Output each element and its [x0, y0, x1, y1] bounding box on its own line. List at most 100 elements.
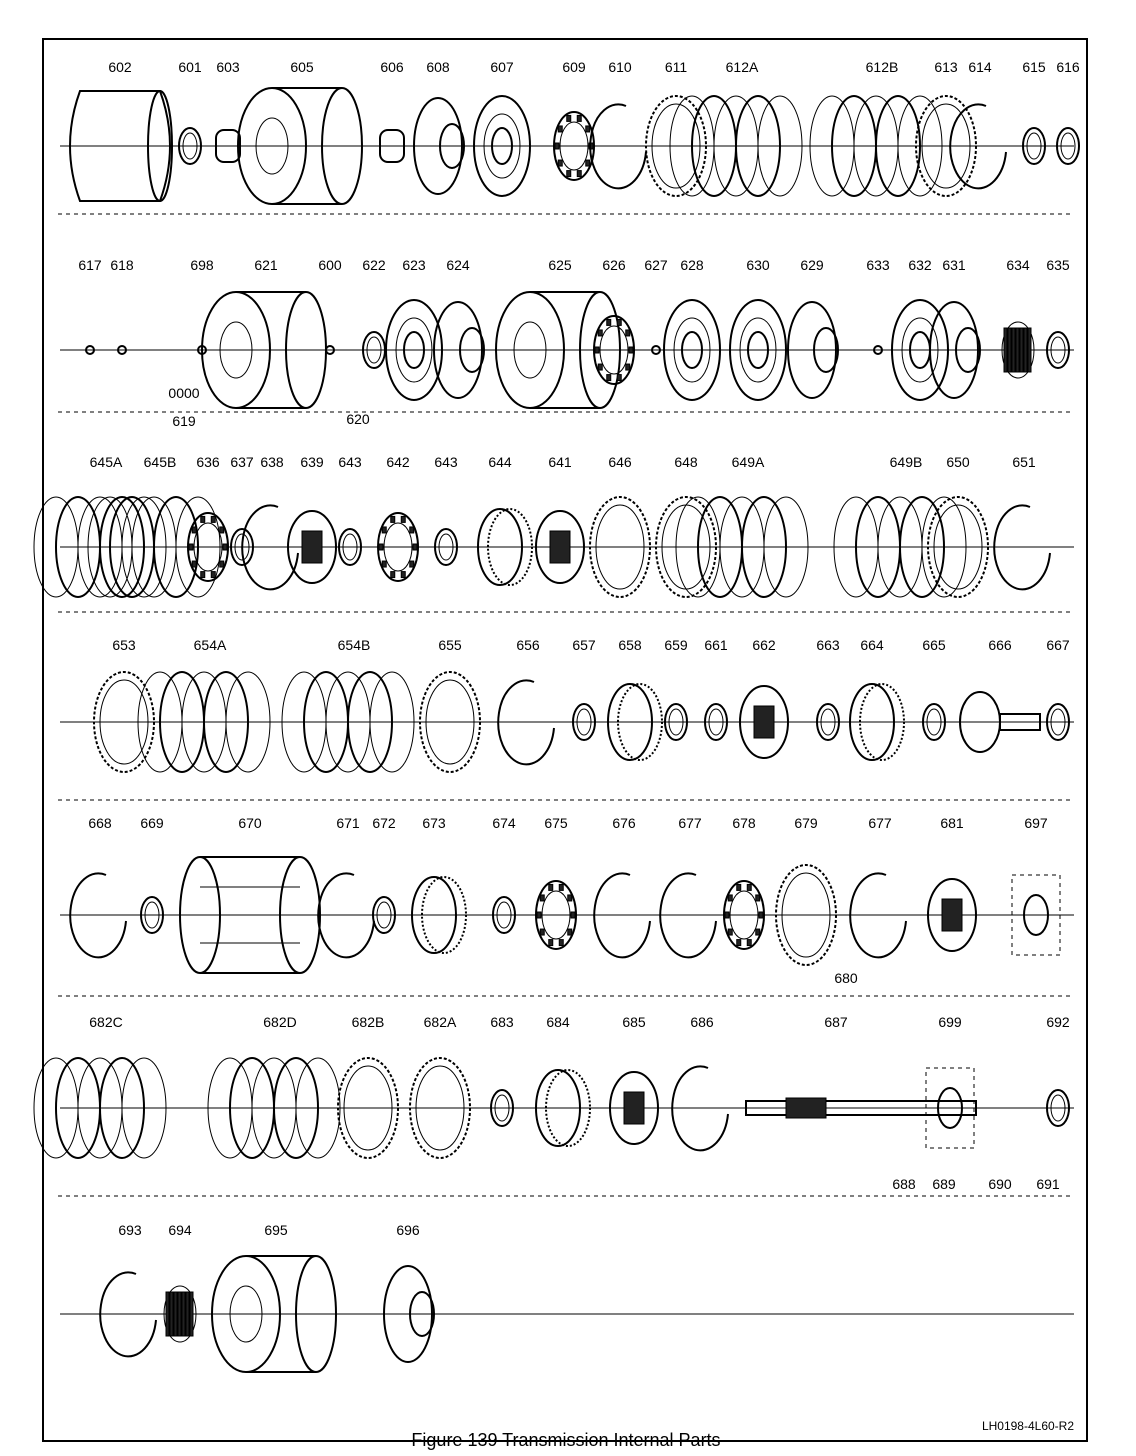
part-piston: [473, 95, 531, 197]
part-callout-label: 611: [665, 59, 688, 75]
part-callout-sublabel: 688: [892, 1176, 916, 1192]
part-callout-label: 692: [1046, 1014, 1070, 1030]
part-carrier: [927, 878, 977, 952]
part-callout-label: 650: [946, 454, 970, 470]
part-callout-label: 602: [108, 59, 132, 75]
part-callout-label: 645A: [90, 454, 123, 470]
part-callout-label: 668: [88, 815, 112, 831]
drawing-number: LH0198-4L60-R2: [982, 1419, 1074, 1433]
part-snapring: [849, 872, 907, 959]
part-snapring: [593, 872, 651, 959]
part-sprag: [377, 512, 419, 582]
part-callout-label: 687: [824, 1014, 848, 1030]
part-piston: [385, 299, 443, 401]
part-bushing: [379, 129, 405, 163]
part-callout-label: 618: [110, 257, 134, 273]
part-callout-label: 612B: [866, 59, 899, 75]
part-callout-label: 685: [622, 1014, 646, 1030]
part-gear: [607, 683, 663, 761]
part-callout-label: 659: [664, 637, 688, 653]
part-clutchpack: [281, 671, 415, 773]
part-callout-label: 694: [168, 1222, 192, 1238]
part-callout-label: 648: [674, 454, 698, 470]
part-callout-label: 641: [548, 454, 572, 470]
part-clutchpack: [833, 496, 967, 598]
part-callout-label: 632: [908, 257, 932, 273]
part-callout-label: 633: [866, 257, 890, 273]
part-callout-label: 643: [434, 454, 458, 470]
part-callout-label: 616: [1056, 59, 1080, 75]
part-snapring: [949, 103, 1007, 190]
part-snapring: [993, 504, 1051, 591]
part-callout-label: 677: [868, 815, 892, 831]
diagram-row-5: [60, 856, 1074, 974]
part-piston: [729, 299, 787, 401]
part-callout-label: 636: [196, 454, 220, 470]
part-ring: [140, 896, 164, 934]
part-callout-label: 695: [264, 1222, 288, 1238]
part-ring: [1056, 127, 1080, 165]
part-seal: [433, 301, 485, 399]
caption-band: Figure 139 Transmission Internal Parts: [411, 1430, 720, 1450]
part-drum: [237, 87, 363, 205]
part-callout-label: 674: [492, 815, 516, 831]
part-seal: [383, 1265, 435, 1363]
part-clutchpack: [809, 95, 943, 197]
part-snapring: [69, 872, 127, 959]
part-callout-sublabel: 620: [346, 411, 370, 427]
part-callout-label: 683: [490, 1014, 514, 1030]
part-callout-label: 670: [238, 815, 262, 831]
part-ring: [816, 703, 840, 741]
part-plate: [775, 864, 837, 966]
part-callout-label: 682C: [89, 1014, 122, 1030]
part-housing: [211, 1255, 337, 1373]
part-plate: [337, 1057, 399, 1159]
part-gear: [477, 508, 533, 586]
part-snapring: [671, 1065, 729, 1152]
part-spring: [1001, 321, 1035, 379]
part-callout-label: 643: [338, 454, 362, 470]
part-callout-label: 626: [602, 257, 626, 273]
part-callout-label: 608: [426, 59, 450, 75]
part-callout-sublabel: 691: [1036, 1176, 1060, 1192]
diagram-row-1: [60, 87, 1080, 205]
part-seal: [787, 301, 839, 399]
parts-layer: [33, 87, 1080, 1373]
part-callout-label: 699: [938, 1014, 962, 1030]
part-callout-label: 628: [680, 257, 704, 273]
part-callout-label: 669: [140, 815, 164, 831]
part-clutchpack: [675, 496, 809, 598]
part-clutchpack: [137, 671, 271, 773]
part-callout-label: 697: [1024, 815, 1048, 831]
part-callout-label: 649B: [890, 454, 923, 470]
part-callout-label: 630: [746, 257, 770, 273]
part-bushing: [215, 129, 241, 163]
diagram-frame: [42, 38, 1088, 1442]
part-callout-label: 693: [118, 1222, 142, 1238]
part-clutchpack: [87, 496, 221, 598]
diagram-row-2: [60, 291, 1074, 409]
part-ring: [1046, 1089, 1070, 1127]
part-clutchpack: [669, 95, 803, 197]
part-callout-sublabel: 0000: [168, 385, 199, 401]
part-callout-label: 673: [422, 815, 446, 831]
part-carrier: [739, 685, 789, 759]
part-plate: [927, 496, 989, 598]
part-callout-label: 642: [386, 454, 410, 470]
part-ring: [230, 528, 254, 566]
part-callout-label: 684: [546, 1014, 570, 1030]
part-callout-label: 676: [612, 815, 636, 831]
part-callout-label: 625: [548, 257, 572, 273]
part-sprag: [723, 880, 765, 950]
part-spring: [163, 1285, 197, 1343]
part-callout-sublabel: 680: [834, 970, 858, 986]
part-callout-label: 682B: [352, 1014, 385, 1030]
part-callout-label: 610: [608, 59, 632, 75]
part-callout-label: 600: [318, 257, 342, 273]
part-housing: [495, 291, 621, 409]
part-callout-label: 613: [934, 59, 958, 75]
part-plate: [93, 671, 155, 773]
part-callout-label: 661: [704, 637, 728, 653]
part-plate: [915, 95, 977, 197]
